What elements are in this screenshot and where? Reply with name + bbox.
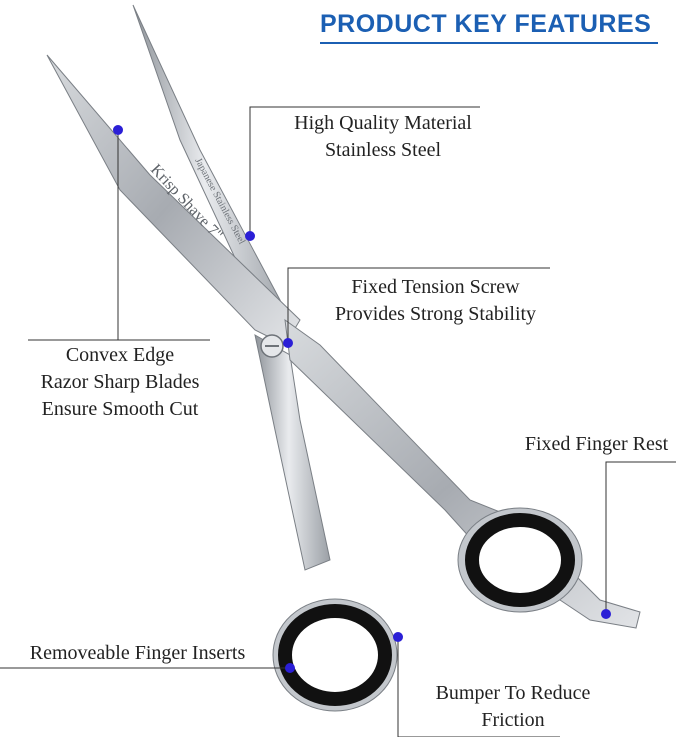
title-underline [320, 42, 658, 44]
page-title: PRODUCT KEY FEATURES [320, 10, 652, 38]
right-ring-insert [465, 513, 575, 607]
callout-dots [113, 125, 611, 673]
feature-tension-screw: Fixed Tension Screw Provides Strong Stab… [334, 276, 537, 325]
callout-lines [0, 106, 676, 737]
lower-ring-insert [278, 604, 392, 706]
feature-convex-edge: Convex Edge Razor Sharp Blades Ensure Sm… [40, 344, 200, 420]
upper-shank [284, 318, 641, 629]
feature-bumper: Bumper To Reduce Friction [435, 682, 591, 731]
feature-finger-inserts: Removeable Finger Inserts [29, 642, 246, 664]
feature-finger-rest: Fixed Finger Rest [524, 433, 669, 455]
feature-material: High Quality Material Stainless Steel [294, 112, 472, 161]
